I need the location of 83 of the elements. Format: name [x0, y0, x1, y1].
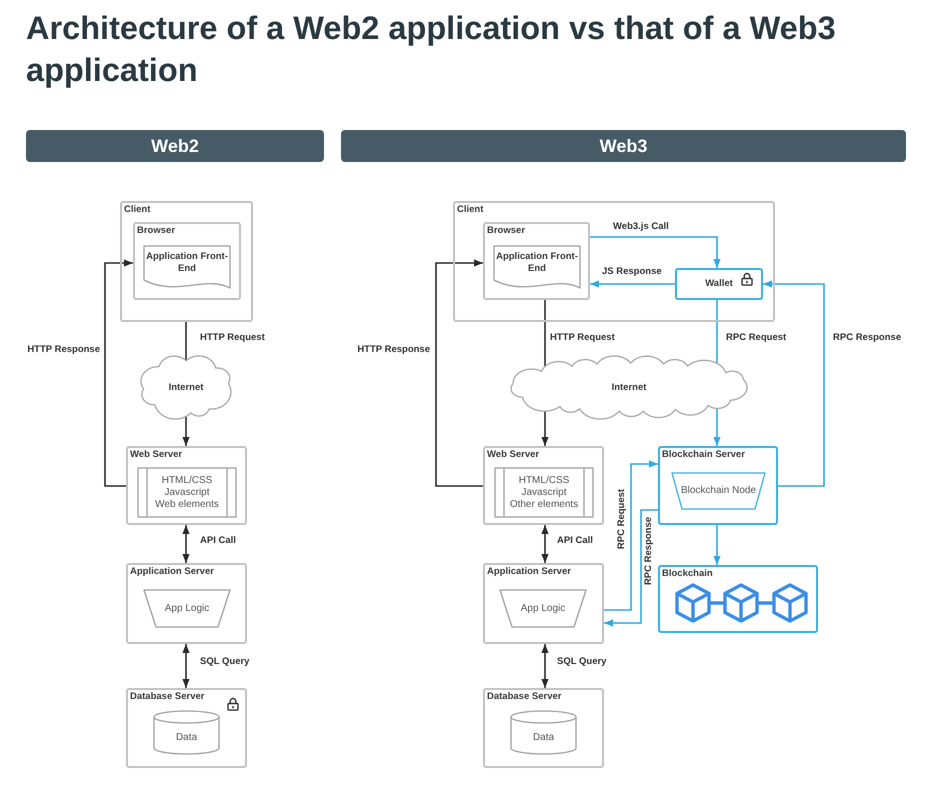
edge-label: HTTP Request — [549, 332, 616, 344]
cloud-shape — [510, 355, 748, 420]
edge-label: HTTP Request — [199, 332, 266, 344]
edge-label: HTTP Response — [356, 344, 431, 356]
group-heading: Database Server — [487, 691, 562, 703]
group-container — [120, 201, 253, 322]
node-label: App Logic — [164, 602, 210, 614]
predefined-process-box — [494, 467, 594, 518]
trapezoid-shape — [499, 589, 587, 628]
node-label: Data — [532, 732, 554, 744]
edge-label: SQL Query — [199, 656, 250, 668]
section-header-bar — [26, 130, 324, 162]
arrow — [104, 259, 133, 487]
arrow — [182, 525, 190, 563]
section-header-text: Web2 — [151, 135, 199, 157]
group-container — [126, 688, 247, 768]
arrow — [541, 525, 549, 563]
group-heading: Blockchain — [662, 568, 713, 580]
group-heading: Database Server — [130, 691, 204, 703]
node-label: Wallet — [705, 278, 733, 290]
title: Architecture of a Web2 application vs that of a Web3 application — [26, 9, 837, 90]
node-label: Data — [176, 732, 198, 744]
group-heading: Blockchain Server — [662, 449, 745, 461]
edge-label: RPC Request — [616, 488, 628, 550]
arrow — [182, 415, 190, 446]
arrow — [435, 259, 483, 487]
group-heading: Web Server — [130, 449, 182, 461]
edge-label: Web3.js Call — [612, 221, 670, 233]
arrow — [604, 509, 658, 627]
group-container — [658, 565, 818, 633]
group-heading: Browser — [487, 225, 526, 237]
group-heading: Client — [124, 204, 150, 216]
trapezoid-shape — [143, 589, 231, 628]
group-container — [126, 563, 247, 644]
group-heading: Application Server — [130, 566, 214, 578]
arrow — [713, 525, 721, 565]
cloud-shape — [140, 355, 232, 420]
node-label: Application Front-End — [495, 251, 579, 275]
process-box — [675, 268, 763, 300]
group-heading: Browser — [137, 225, 176, 237]
arrow — [541, 644, 549, 688]
arrow — [713, 407, 721, 446]
edge-label: JS Response — [601, 266, 663, 278]
database-cylinder — [510, 710, 577, 755]
arrow — [604, 460, 658, 611]
group-container — [658, 446, 778, 525]
document-shape — [493, 245, 581, 291]
node-label: Application Front-End — [145, 251, 229, 275]
edge-label: RPC Response — [643, 516, 655, 586]
node-label: HTML/CSS Javascript Web elements — [154, 474, 220, 510]
group-container — [453, 201, 775, 322]
document-shape — [143, 245, 231, 291]
arrow — [541, 410, 549, 446]
node-label: Blockchain Node — [680, 485, 756, 497]
arrow — [590, 236, 721, 268]
arrow — [763, 280, 825, 487]
edge-label: RPC Response — [832, 332, 902, 344]
edge-label: HTTP Response — [26, 344, 101, 356]
node-label: Internet — [612, 382, 646, 394]
group-heading: Client — [457, 204, 484, 216]
group-heading: Web Server — [487, 449, 540, 461]
group-container — [483, 688, 604, 768]
connector-line — [544, 300, 546, 368]
group-container — [483, 446, 604, 525]
node-label: Internet — [168, 382, 204, 394]
node-label: HTML/CSS Javascript Other elements — [508, 474, 580, 510]
section-header-text: Web3 — [600, 135, 648, 157]
connector-line — [716, 300, 718, 364]
edge-label: SQL Query — [556, 656, 608, 668]
database-cylinder — [153, 710, 220, 755]
connector-line — [185, 322, 187, 362]
group-container — [126, 446, 247, 525]
arrow — [590, 280, 675, 288]
group-heading: Application Server — [487, 566, 571, 578]
predefined-process-box — [137, 467, 237, 518]
group-container — [483, 222, 590, 300]
edge-label: RPC Request — [725, 332, 788, 344]
group-container — [483, 563, 604, 644]
trapezoid-shape — [671, 472, 766, 510]
arrow — [182, 644, 190, 688]
group-container — [133, 222, 241, 300]
node-label: App Logic — [520, 602, 566, 614]
section-header-bar — [341, 130, 906, 162]
